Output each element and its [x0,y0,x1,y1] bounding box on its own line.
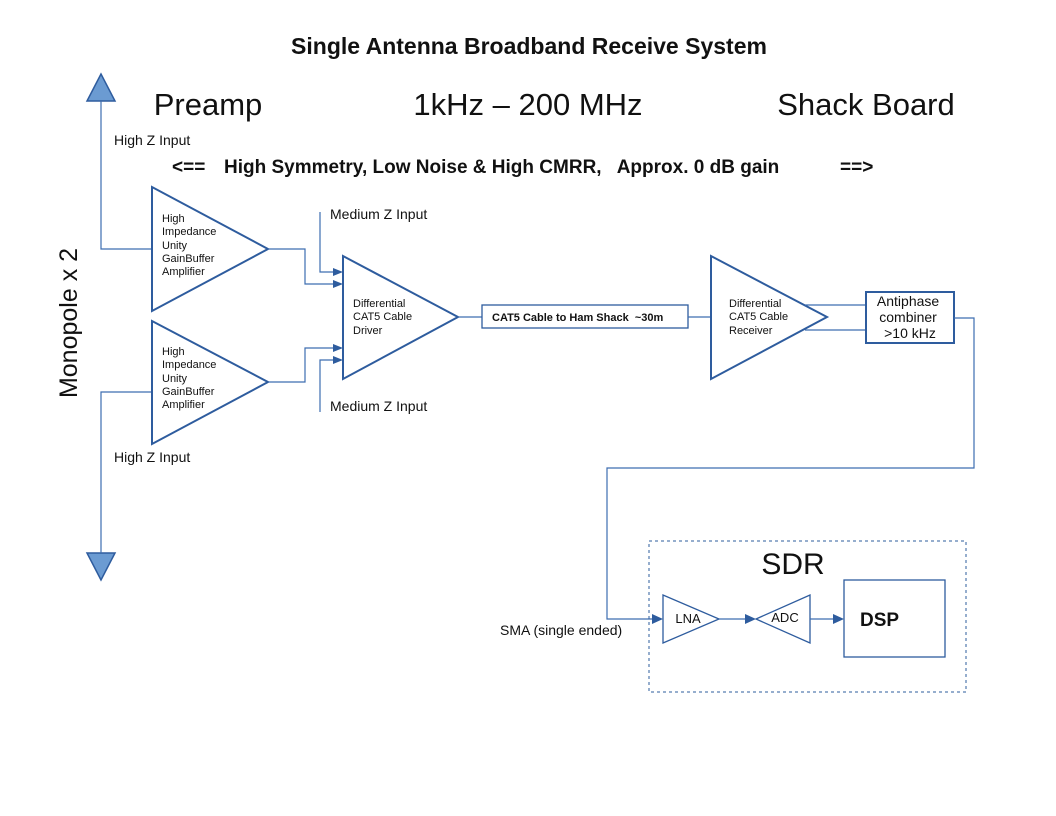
differential-receiver: Differential CAT5 Cable Receiver [710,254,830,381]
lna-block: LNA [662,594,721,644]
buffer-amplifier-bottom: High Impedance Unity GainBuffer Amplifie… [151,319,271,446]
high-z-input-top-label: High Z Input [114,132,190,148]
receiver-line-2: CAT5 Cable [729,311,788,323]
amp-bottom-line-1: High [162,346,185,358]
arrow-lna-to-adc [745,614,756,624]
receiver-line-3: Receiver [729,325,773,337]
cat5-cable-label: CAT5 Cable to Ham Shack ~30m [492,312,663,324]
sma-input-label: SMA (single ended) [500,622,622,638]
banner-text: High Symmetry, Low Noise & High CMRR, Ap… [224,157,779,178]
combiner-line-3: >10 kHz [884,325,936,341]
wire-medium-z-bottom [319,359,335,412]
antenna-top [85,72,152,250]
banner-right-arrow: ==> [840,157,873,178]
buffer-amplifier-top: High Impedance Unity GainBuffer Amplifie… [151,185,271,313]
receiver-line-1: Differential [729,298,781,310]
medium-z-input-bottom-label: Medium Z Input [330,398,427,414]
amp-bottom-line-3: Unity [162,373,188,385]
arrow-medium-z-bottom [333,356,343,364]
preamp-header: Preamp [154,87,263,122]
arrow-medium-z-top [333,268,343,276]
svg-text:Differential CAT5 Cable: Differential CAT5 Cable Driver [353,298,415,337]
arrow-amp-top-to-driver [333,280,343,288]
amp-bottom-line-2: Impedance [162,359,216,371]
diagram-title: Single Antenna Broadband Receive System [291,33,767,59]
antiphase-combiner: Antiphase combiner >10 kHz [865,291,955,344]
dsp-label: DSP [860,610,899,631]
antenna-top-icon [85,72,117,102]
antenna-bottom-icon [85,552,117,582]
adc-label: ADC [771,610,798,625]
frequency-range-header: 1kHz – 200 MHz [413,87,642,122]
driver-line-1: Differential [353,298,405,310]
arrow-amp-bottom-to-driver [333,344,343,352]
banner-left-arrow: <== [172,157,205,178]
adc-block: ADC [754,593,811,645]
svg-text:Differential CAT5 Cable: Differential CAT5 Cable Receiver [729,298,791,337]
shack-board-header: Shack Board [777,87,955,122]
cat5-cable-box: CAT5 Cable to Ham Shack ~30m [481,304,689,329]
high-z-input-bottom-label: High Z Input [114,449,190,465]
wire-amp-top-to-driver [268,248,335,285]
lna-label: LNA [675,611,701,626]
medium-z-input-top-label: Medium Z Input [330,206,427,222]
combiner-line-2: combiner [879,309,937,325]
amp-top-line-1: High [162,213,185,225]
amp-top-line-3: Unity [162,240,188,252]
sdr-title: SDR [761,548,824,581]
svg-text:High Impedance Uni: High Impedance Unity GainBuffer Amplifie… [162,213,220,278]
combiner-line-1: Antiphase [877,293,939,309]
amp-top-line-4: GainBuffer [162,253,215,265]
driver-line-3: Driver [353,325,383,337]
antenna-top-wire [100,101,152,250]
amp-top-line-2: Impedance [162,226,216,238]
svg-text:Antiphase combiner: Antiphase combiner >10 kHz [877,293,943,341]
amp-top-line-5: Amplifier [162,266,205,278]
antenna-bottom [85,391,152,582]
svg-text:High Impedance Uni: High Impedance Unity GainBuffer Amplifie… [162,346,220,411]
wire-amp-bottom-to-driver [268,347,335,383]
monopole-label: Monopole x 2 [55,248,83,398]
amp-bottom-line-5: Amplifier [162,399,205,411]
wire-medium-z-top [319,212,335,273]
amp-bottom-line-4: GainBuffer [162,386,215,398]
arrow-sma-input [652,614,663,624]
sdr-box: SDR [648,540,967,693]
differential-driver: Differential CAT5 Cable Driver [342,254,461,381]
arrow-adc-to-dsp [833,614,844,624]
antenna-bottom-wire [100,391,152,553]
wire-combiner-to-sdr [606,317,975,620]
dsp-block: DSP [843,579,946,658]
driver-line-2: CAT5 Cable [353,311,412,323]
